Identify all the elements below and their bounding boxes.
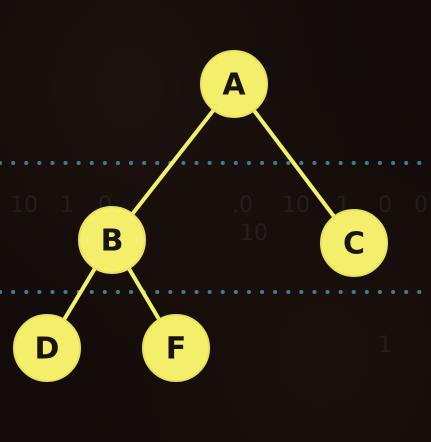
node-circle-c (320, 209, 388, 277)
background-bit-6: 0 (378, 193, 392, 218)
node-label-c: C (343, 227, 365, 262)
tree-node-c: C (320, 209, 388, 277)
background-bit-7: 0 (414, 193, 428, 218)
background-bit-4: 10 (282, 193, 310, 218)
background-bit-9: 1 (378, 333, 392, 358)
node-label-a: A (222, 68, 246, 103)
background-bit-3: .0 (232, 193, 253, 218)
tree-node-b: B (78, 206, 146, 274)
tree-node-a: A (200, 50, 268, 118)
tree-node-f: F (142, 314, 210, 382)
node-circle-d (13, 314, 81, 382)
node-circle-b (78, 206, 146, 274)
background-bit-1: 1 (60, 193, 74, 218)
node-label-f: F (166, 332, 187, 367)
background-bit-0: 10 (10, 193, 38, 218)
node-label-d: D (35, 332, 60, 367)
tree-node-d: D (13, 314, 81, 382)
node-circle-f (142, 314, 210, 382)
background-bit-8: 10 (240, 221, 268, 246)
node-circle-a (200, 50, 268, 118)
node-label-b: B (101, 224, 124, 259)
